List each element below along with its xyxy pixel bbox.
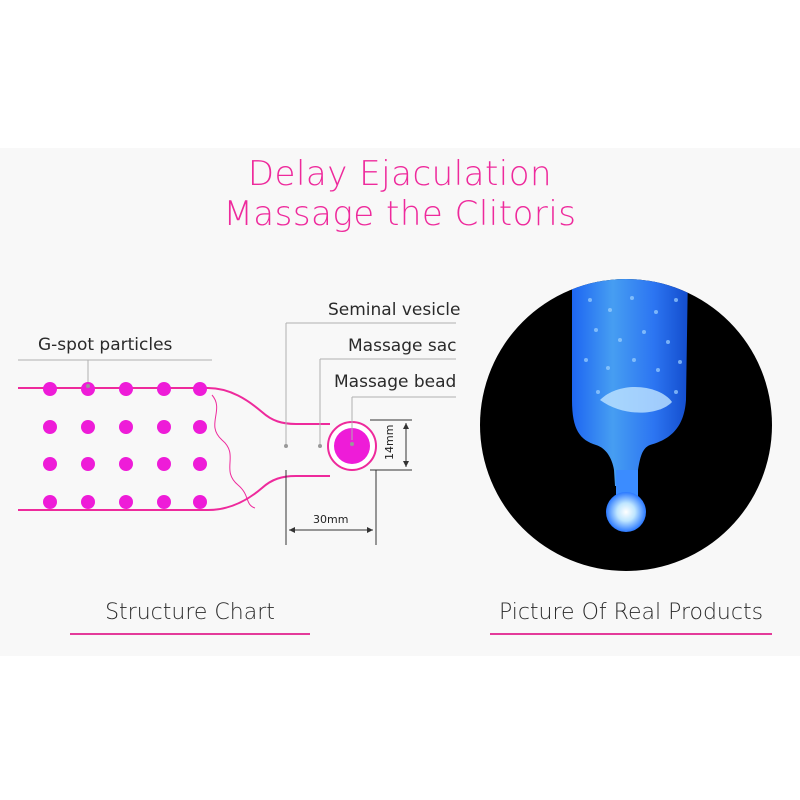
dim-arrow	[403, 423, 409, 429]
caption-structure-chart: Structure Chart	[105, 600, 275, 625]
sleeve-inner-edge	[211, 394, 256, 509]
dim-30mm-extension	[285, 470, 377, 545]
dimension-length-label: 30mm	[313, 513, 349, 526]
g-spot-dot	[43, 382, 57, 396]
g-spot-dot	[193, 382, 207, 396]
caption-underline-left	[70, 633, 310, 635]
dimension-lines	[285, 419, 412, 545]
product-highlight	[600, 387, 672, 413]
g-spot-dot	[81, 382, 95, 396]
product-neck	[616, 470, 638, 500]
g-spot-dot	[157, 382, 171, 396]
g-spot-dot	[43, 420, 57, 434]
headline-line-2: Massage the Clitoris	[223, 194, 577, 234]
dim-14mm-extension	[370, 419, 412, 471]
g-spot-dot	[157, 457, 171, 471]
texture-dot	[678, 360, 682, 364]
g-spot-dot	[119, 420, 133, 434]
leader-point	[86, 384, 90, 388]
texture-dot	[606, 366, 610, 370]
g-spot-dot	[193, 457, 207, 471]
g-spot-dot	[43, 495, 57, 509]
g-spot-dots	[43, 382, 207, 509]
g-spot-dot	[157, 495, 171, 509]
texture-dot	[596, 390, 600, 394]
sleeve-outline	[18, 387, 330, 511]
texture-dot	[654, 310, 658, 314]
leader-point	[350, 442, 354, 446]
caption-real-products: Picture Of Real Products	[498, 600, 764, 625]
g-spot-dot	[43, 457, 57, 471]
leader-massage-bead	[351, 396, 456, 440]
g-spot-dot	[81, 457, 95, 471]
g-spot-dot	[81, 420, 95, 434]
texture-dot	[666, 340, 670, 344]
texture-dot	[618, 338, 622, 342]
leader-point	[318, 444, 322, 448]
g-spot-dot	[119, 457, 133, 471]
callout-seminal-vesicle: Seminal vesicle	[328, 300, 461, 320]
texture-dot	[588, 298, 592, 302]
dim-arrow	[289, 527, 295, 533]
g-spot-dot	[81, 495, 95, 509]
g-spot-dot	[119, 382, 133, 396]
texture-dot	[642, 330, 646, 334]
callout-massage-sac: Massage sac	[348, 336, 457, 356]
dim-arrow	[367, 527, 373, 533]
leader-g-spot	[18, 359, 212, 382]
leader-massage-sac	[319, 358, 456, 446]
texture-dot	[674, 390, 678, 394]
caption-underline-right	[490, 633, 772, 635]
texture-dot	[656, 368, 660, 372]
g-spot-dot	[193, 495, 207, 509]
product-body	[572, 279, 688, 486]
g-spot-dot	[157, 420, 171, 434]
g-spot-dot	[119, 495, 133, 509]
headline-line-1: Delay Ejaculation	[247, 154, 553, 194]
sleeve-neck	[296, 423, 330, 477]
texture-dot	[674, 298, 678, 302]
leader-lines	[18, 322, 456, 446]
g-spot-dot	[193, 420, 207, 434]
callout-g-spot-particles: G-spot particles	[38, 335, 173, 355]
texture-dot	[632, 358, 636, 362]
texture-dot	[608, 308, 612, 312]
texture-dot	[630, 296, 634, 300]
callout-massage-bead: Massage bead	[334, 372, 457, 392]
texture-dot	[584, 358, 588, 362]
dim-arrow	[403, 461, 409, 467]
leader-seminal-vesicle	[285, 322, 456, 446]
product-texture-dots	[584, 296, 682, 394]
texture-dot	[594, 328, 598, 332]
product-bead	[606, 492, 646, 532]
leader-point	[284, 444, 288, 448]
